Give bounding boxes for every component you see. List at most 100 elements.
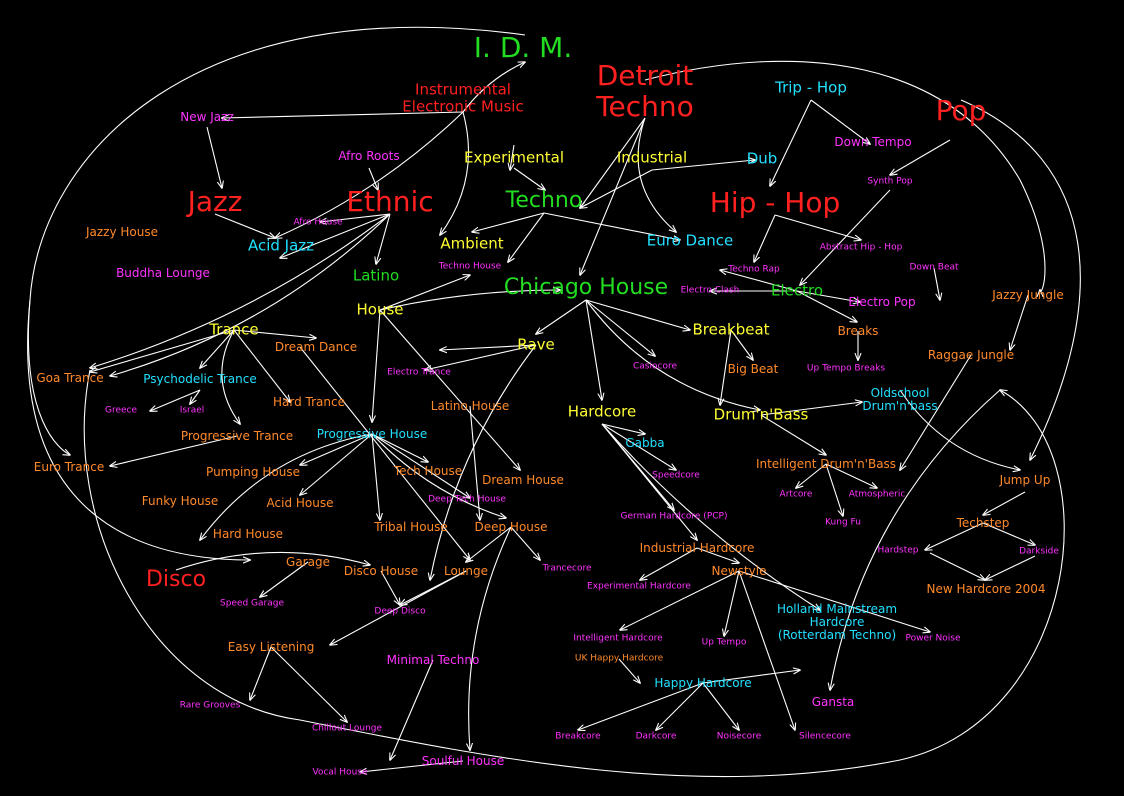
- edge: [190, 389, 201, 404]
- node-dream-dance: Dream Dance: [274, 340, 358, 354]
- edge: [27, 26, 526, 455]
- edge: [371, 433, 506, 518]
- edge: [800, 189, 891, 285]
- node-goa-trance: Goa Trance: [36, 371, 104, 385]
- edge: [390, 659, 434, 760]
- edge: [150, 389, 201, 411]
- edge: [371, 433, 380, 520]
- edge: [221, 329, 240, 424]
- node-deep-disco: Deep Disco: [374, 606, 426, 617]
- node-holland-mainstream: Holland Mainstream Hardcore (Rotterdam T…: [776, 602, 898, 643]
- node-pop: Pop: [935, 94, 987, 127]
- node-techno-rap: Techno Rap: [728, 264, 780, 275]
- node-speed-garage: Speed Garage: [219, 598, 285, 609]
- edge: [925, 522, 984, 550]
- edge: [440, 111, 469, 235]
- edge: [720, 270, 798, 292]
- edge: [379, 275, 470, 311]
- edge: [770, 99, 812, 186]
- edge: [618, 658, 640, 683]
- node-chillout-lounge: Chillout Lounge: [311, 723, 383, 734]
- node-vocal-house: Vocal House: [312, 767, 368, 778]
- edge: [200, 433, 373, 540]
- node-trance: Trance: [209, 320, 259, 339]
- node-techno: Techno: [505, 188, 583, 213]
- node-deep-tech-house: Deep Tech House: [428, 494, 506, 505]
- edge: [601, 423, 676, 470]
- edge: [585, 299, 690, 330]
- node-hip-hop: Hip - Hop: [709, 186, 841, 219]
- node-intelligent-dnb: Intelligent Drum'n'Bass: [755, 457, 897, 471]
- node-drum-n-bass: Drum'n'Bass: [713, 405, 809, 424]
- edge: [222, 111, 464, 118]
- node-afro-house: Afro House: [293, 217, 343, 228]
- node-industrial: Industrial: [616, 148, 688, 167]
- node-garage: Garage: [286, 555, 330, 569]
- edge: [585, 299, 655, 356]
- edge: [825, 463, 877, 488]
- node-darkcore: Darkcore: [635, 731, 677, 742]
- node-acid-house: Acid House: [266, 496, 334, 510]
- edge: [580, 117, 646, 275]
- edge: [110, 213, 391, 376]
- edge: [27, 299, 250, 560]
- node-hardcore: Hardcore: [567, 402, 637, 421]
- edge: [585, 299, 602, 400]
- edge: [929, 552, 985, 580]
- edge: [368, 167, 378, 190]
- edge: [580, 117, 646, 208]
- edge: [696, 547, 739, 563]
- node-speedcore: Speedcore: [652, 470, 700, 481]
- edge: [601, 423, 697, 540]
- edge: [376, 213, 391, 264]
- node-jazz: Jazz: [187, 185, 243, 218]
- edge: [730, 329, 753, 360]
- node-idm: I. D. M.: [473, 31, 573, 64]
- edge: [371, 433, 470, 498]
- node-disco-house: Disco House: [343, 564, 419, 578]
- node-kung-fu: Kung Fu: [825, 517, 861, 528]
- edge: [233, 329, 316, 338]
- node-artcore: Artcore: [779, 489, 813, 500]
- edge: [110, 435, 238, 466]
- node-dub: Dub: [746, 149, 778, 168]
- node-chicago-house: Chicago House: [503, 275, 669, 300]
- edge: [513, 167, 545, 190]
- edge: [760, 402, 862, 416]
- edge: [543, 212, 680, 240]
- node-up-tempo: Up Tempo: [701, 637, 747, 648]
- edge: [810, 99, 870, 144]
- node-intelligent-hardcore: Intelligent Hardcore: [573, 633, 663, 644]
- edge: [796, 290, 860, 302]
- node-breakcore: Breakcore: [555, 731, 601, 742]
- node-israel: Israel: [179, 405, 205, 416]
- node-electro-pop: Electro Pop: [848, 295, 916, 309]
- node-noisecore: Noisecore: [716, 731, 762, 742]
- node-techstep: Techstep: [956, 516, 1010, 530]
- edge: [300, 433, 373, 465]
- node-psychedelic-trance: Psychodelic Trance: [143, 372, 257, 386]
- edge: [320, 213, 391, 222]
- node-dream-house: Dream House: [482, 473, 564, 487]
- edge: [825, 463, 843, 516]
- node-down-beat: Down Beat: [909, 262, 959, 273]
- edge: [890, 139, 951, 175]
- edge: [200, 329, 235, 368]
- edge: [796, 463, 827, 488]
- edge: [214, 213, 275, 238]
- node-ethnic: Ethnic: [346, 185, 434, 218]
- edge: [536, 299, 587, 334]
- node-jump-up: Jump Up: [999, 473, 1051, 487]
- node-hard-house: Hard House: [212, 527, 284, 541]
- node-german-hardcore: German Hardcore (PCP): [620, 511, 728, 522]
- edge: [472, 212, 545, 232]
- node-euro-trance: Euro Trance: [33, 460, 105, 474]
- node-hard-trance: Hard Trance: [273, 395, 345, 409]
- node-experimental: Experimental: [463, 148, 565, 167]
- edge: [637, 117, 676, 232]
- edge: [900, 354, 972, 470]
- edge: [299, 346, 470, 560]
- node-experimental-hardcore: Experimental Hardcore: [587, 581, 691, 592]
- edge: [469, 526, 512, 750]
